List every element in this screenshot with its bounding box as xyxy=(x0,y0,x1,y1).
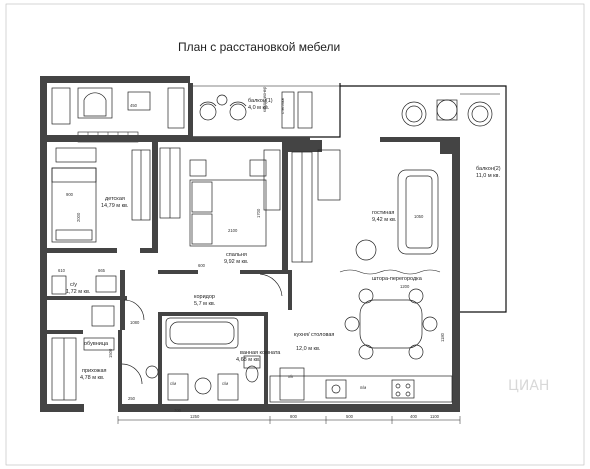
bath-area: 4,68 м кв. xyxy=(236,357,261,363)
watermark: ЦИАН xyxy=(508,378,549,394)
hall-furniture xyxy=(51,337,159,401)
dim-665: 665 xyxy=(98,268,106,273)
living-area: 9,42 м кв. xyxy=(372,217,397,223)
bathroom-furniture xyxy=(165,317,261,401)
corridor-furniture xyxy=(91,273,283,327)
dim-1700: 1700 xyxy=(256,208,261,218)
dim-400: 400 xyxy=(410,414,418,419)
label-washer: с/м xyxy=(170,381,176,386)
dim-900: 900 xyxy=(66,192,74,197)
dim-1180: 1180 xyxy=(440,332,445,342)
dim-1200: 1200 xyxy=(400,284,410,289)
corridor-name: коридор xyxy=(194,294,215,300)
kitchen-furniture xyxy=(269,288,453,403)
label-partition: штора-перегородка xyxy=(372,276,423,282)
bedroom-area: 9,92 м кв. xyxy=(224,259,249,265)
hall-area: 4,78 м кв. xyxy=(80,375,105,381)
dim-1080: 1080 xyxy=(130,320,140,325)
wc-furniture xyxy=(51,275,117,295)
plan-title: План с расстановкой мебели xyxy=(178,40,341,54)
outer-walls xyxy=(40,76,507,412)
wc-area: 1,72 м кв. xyxy=(66,289,91,295)
dim-2100: 2100 xyxy=(228,228,238,233)
bedroom-name: спальня xyxy=(226,252,247,258)
dim-500: 500 xyxy=(346,414,354,419)
page-border xyxy=(5,3,585,466)
label-shoes: обувница xyxy=(84,341,109,347)
living-name: гостиная xyxy=(372,210,394,216)
balcony1-area: 4,0 м кв. xyxy=(248,105,270,111)
dim-600-bed: 600 xyxy=(198,263,206,268)
label-fridge: х/к xyxy=(288,374,293,379)
corridor-area: 5,7 м кв. xyxy=(194,301,216,307)
kids-area: 14,79 м кв. xyxy=(101,203,129,209)
living-room-furniture xyxy=(291,149,441,275)
dim-2000: 2000 xyxy=(76,212,81,222)
dim-700: 700 xyxy=(174,408,182,413)
bedroom-furniture xyxy=(159,147,281,247)
label-stand: стеллаж xyxy=(280,98,285,114)
balcony1-name: балкон(1) xyxy=(248,98,273,104)
wc-name: с/у xyxy=(70,282,77,288)
interior-walls xyxy=(40,83,460,404)
top-left-niche-furniture xyxy=(51,87,185,129)
balcony2-area: 11,0 м кв. xyxy=(476,173,500,179)
dim-610: 610 xyxy=(58,268,66,273)
dim-1250: 1250 xyxy=(190,414,200,419)
bath-name: ванная комната xyxy=(240,350,281,356)
kitchen-area: 12,0 м кв. xyxy=(296,346,321,352)
dim-450: 450 xyxy=(130,103,138,108)
label-conditioner: кондиционер xyxy=(262,86,267,112)
label-dishwasher: п/м xyxy=(360,385,366,390)
label-dryer: с/м xyxy=(222,381,228,386)
balcony2-name: балкон(2) xyxy=(476,166,501,172)
dim-800: 800 xyxy=(290,414,298,419)
dim-250: 250 xyxy=(128,396,136,401)
dim-1500: 1500 xyxy=(108,348,113,358)
kids-room-furniture xyxy=(51,147,151,243)
balcony2-furniture xyxy=(401,99,493,127)
dim-1050: 1050 xyxy=(414,214,424,219)
kitchen-name: кухня/ столовая xyxy=(294,332,334,338)
balcony1-furniture xyxy=(199,91,313,129)
hall-name: прихожая xyxy=(82,368,107,374)
bottom-dimensions xyxy=(117,416,461,424)
kids-name: детская xyxy=(105,196,125,202)
dim-1100: 1100 xyxy=(430,414,440,419)
